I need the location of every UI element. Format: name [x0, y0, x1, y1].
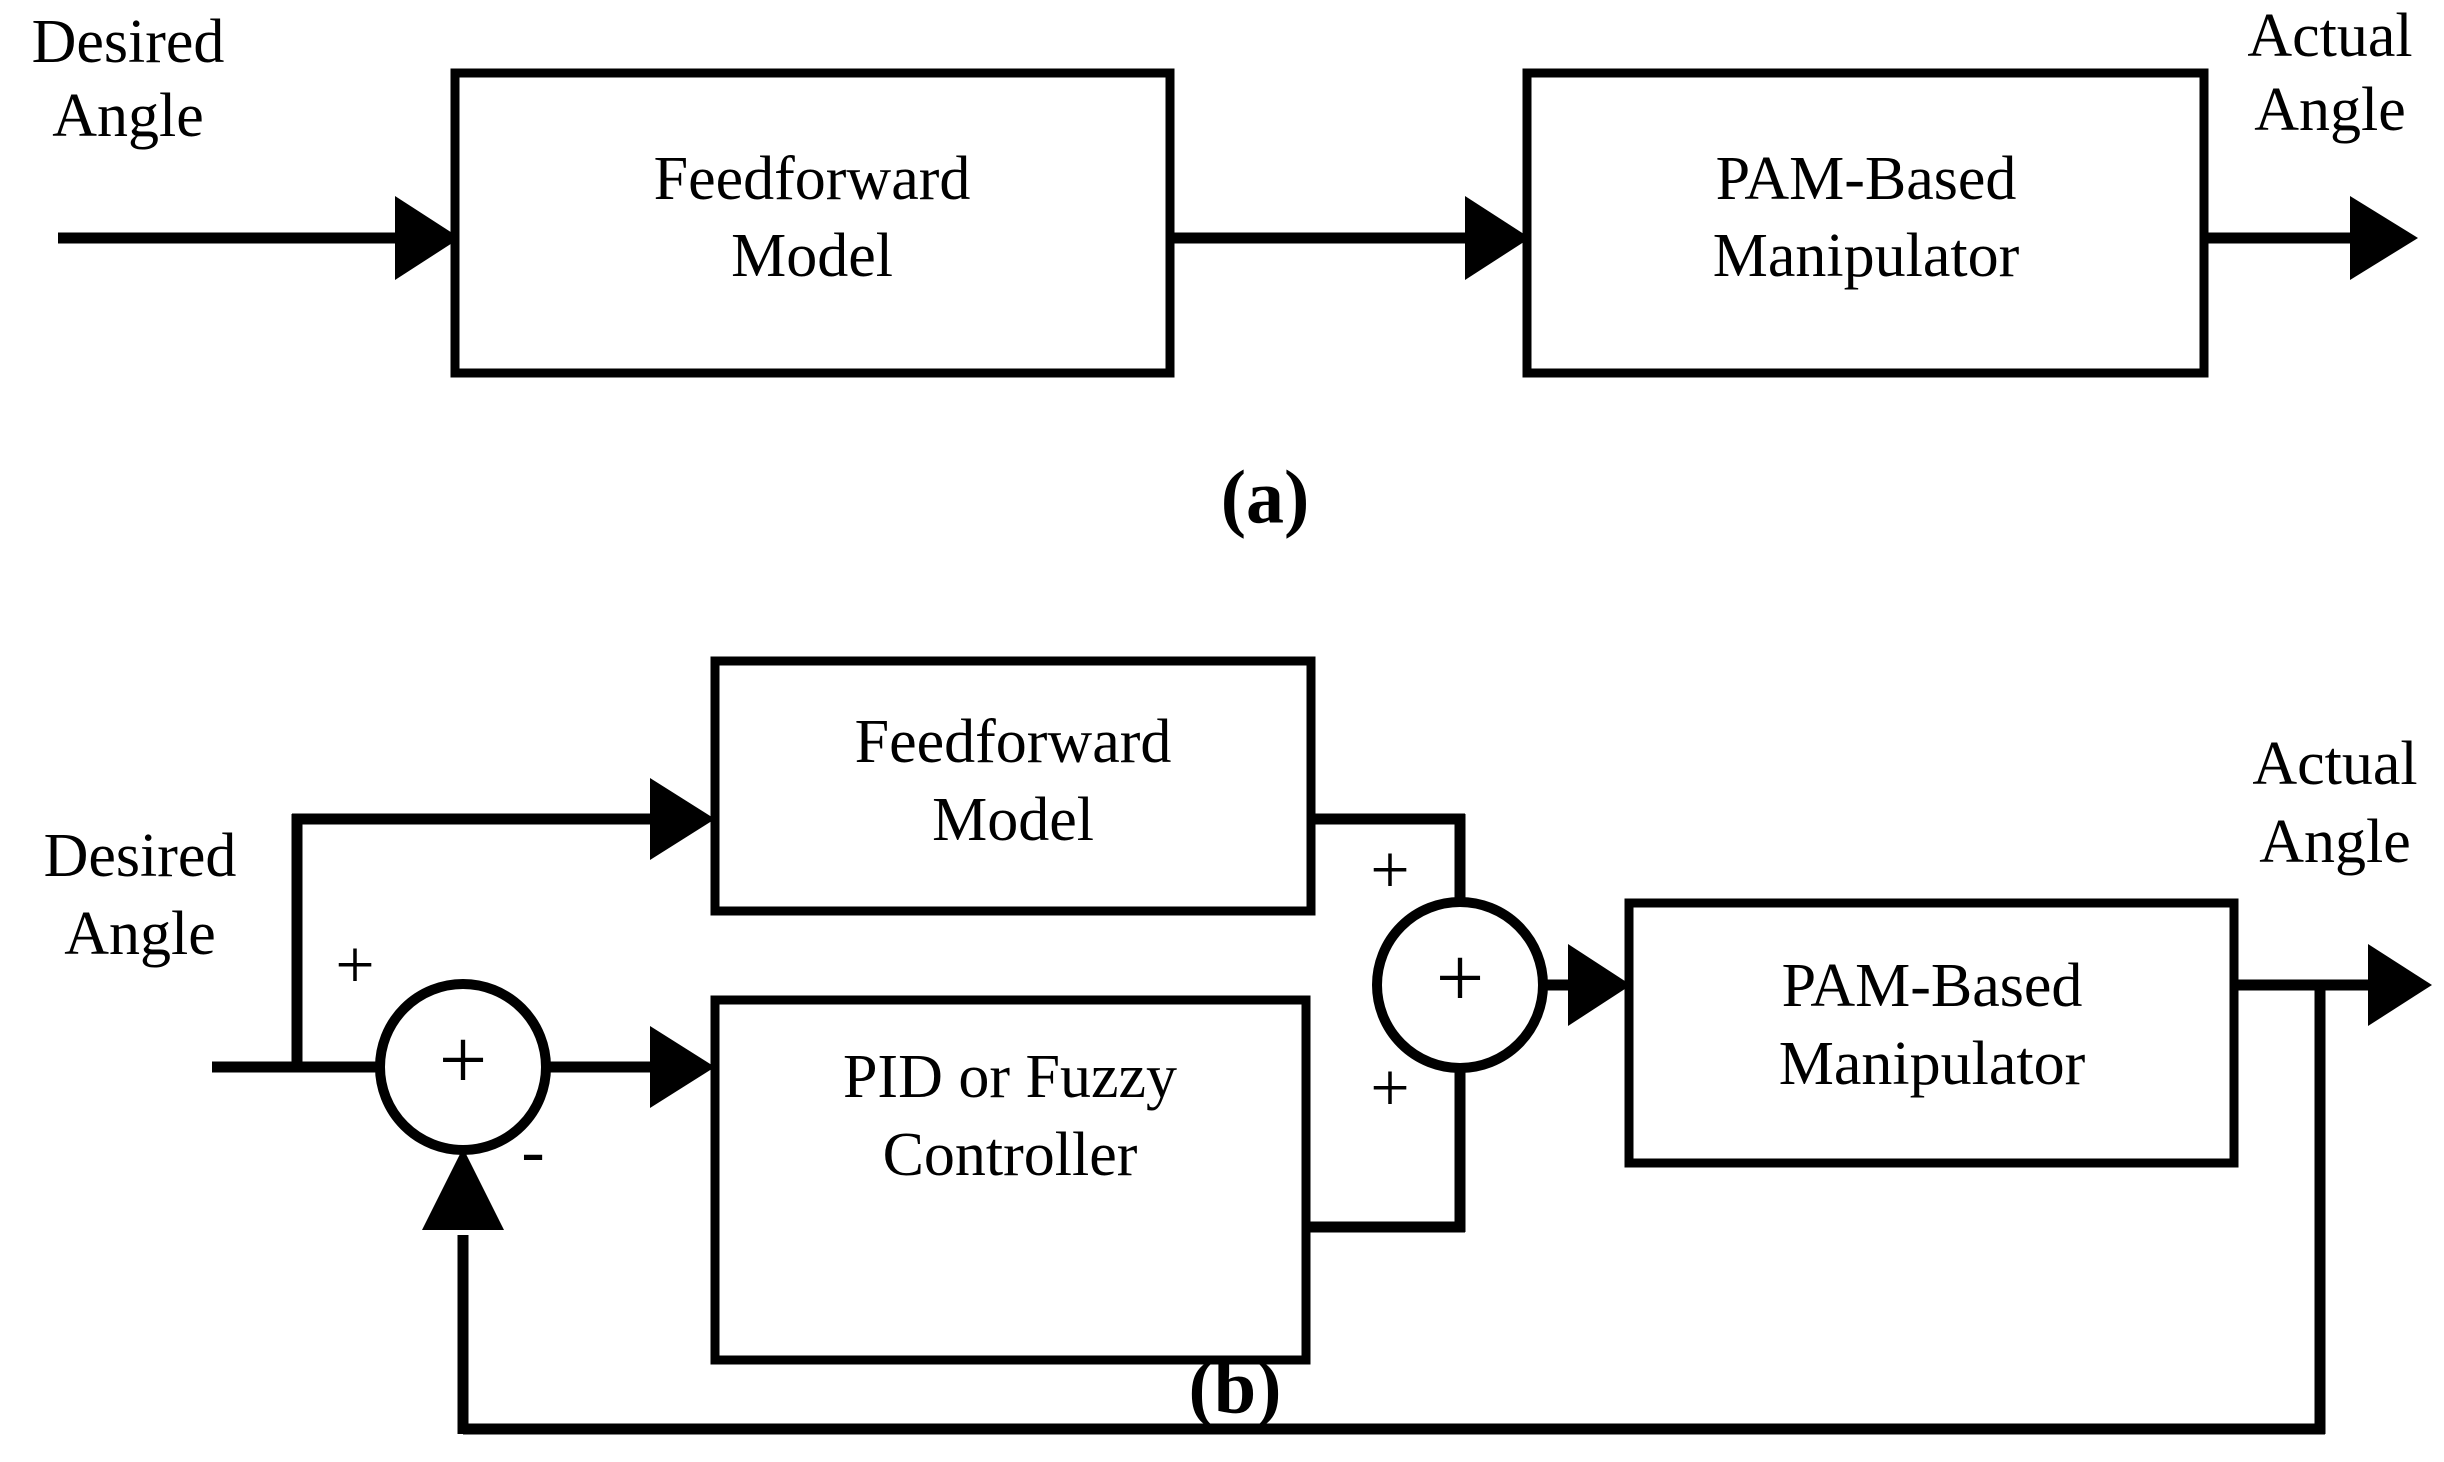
panel-b-pam-block	[1624, 898, 2239, 1168]
panel-b-controller-label-line2: Controller	[883, 1121, 1138, 1189]
panel-a-input-label-line1: Desired	[32, 8, 225, 76]
panel-b-input-label-line2: Angle	[64, 900, 216, 968]
panel-b-controller-label-line1: PID or Fuzzy	[843, 1043, 1177, 1111]
panel-b-input-label-line1: Desired	[44, 822, 237, 890]
panel-b-feedforward-label-line1: Feedforward	[855, 708, 1172, 776]
panel-b: Desired Angle Feedforward Model + + - PI…	[44, 656, 2432, 1435]
panel-a-feedforward-block	[450, 68, 1175, 378]
panel-b-error-sign-plus: +	[335, 927, 374, 1004]
panel-b-output-label-line1: Actual	[2252, 730, 2417, 798]
panel-b-output-label-line2: Angle	[2259, 808, 2411, 876]
panel-b-feedforward-arrowhead	[650, 778, 715, 860]
panel-b-caption: (b)	[1189, 1345, 1282, 1429]
panel-b-pam-arrowhead	[1568, 944, 1631, 1026]
panel-b-controller-arrowhead	[650, 1026, 715, 1108]
panel-a-caption: (a)	[1221, 455, 1310, 539]
panel-b-combine-sign-plus-bottom: +	[1370, 1050, 1409, 1127]
panel-b-combine-sign-plus-top: +	[1370, 832, 1409, 909]
panel-a-feedforward-label-line2: Model	[731, 222, 893, 290]
panel-a: Desired Angle Feedforward Model PAM-Base…	[32, 2, 2418, 539]
panel-b-combine-sum-glyph: +	[1436, 930, 1485, 1026]
panel-a-middle-arrowhead	[1465, 196, 1530, 280]
panel-b-error-sum-glyph: +	[439, 1012, 488, 1108]
panel-a-output-arrowhead	[2350, 196, 2418, 280]
panel-a-pam-label-line1: PAM-Based	[1716, 145, 2017, 213]
panel-b-error-sign-minus: -	[521, 1113, 544, 1190]
panel-b-output-arrowhead	[2368, 944, 2432, 1026]
panel-b-feedforward-label-line2: Model	[932, 786, 1094, 854]
panel-a-output-label-line1: Actual	[2247, 2, 2412, 70]
panel-a-pam-label-line2: Manipulator	[1713, 222, 2020, 290]
panel-a-input-label-line2: Angle	[52, 82, 204, 150]
panel-b-feedback-arrowhead	[422, 1148, 504, 1230]
panel-a-input-arrowhead	[395, 196, 460, 280]
panel-a-pam-block	[1522, 68, 2209, 378]
panel-b-pam-label-line1: PAM-Based	[1782, 952, 2083, 1020]
panel-a-output-label-line2: Angle	[2254, 76, 2406, 144]
panel-b-pam-label-line2: Manipulator	[1779, 1030, 2086, 1098]
panel-a-feedforward-label-line1: Feedforward	[654, 145, 971, 213]
panel-b-controller-block	[710, 995, 1311, 1365]
panel-b-feedforward-block	[710, 656, 1316, 916]
